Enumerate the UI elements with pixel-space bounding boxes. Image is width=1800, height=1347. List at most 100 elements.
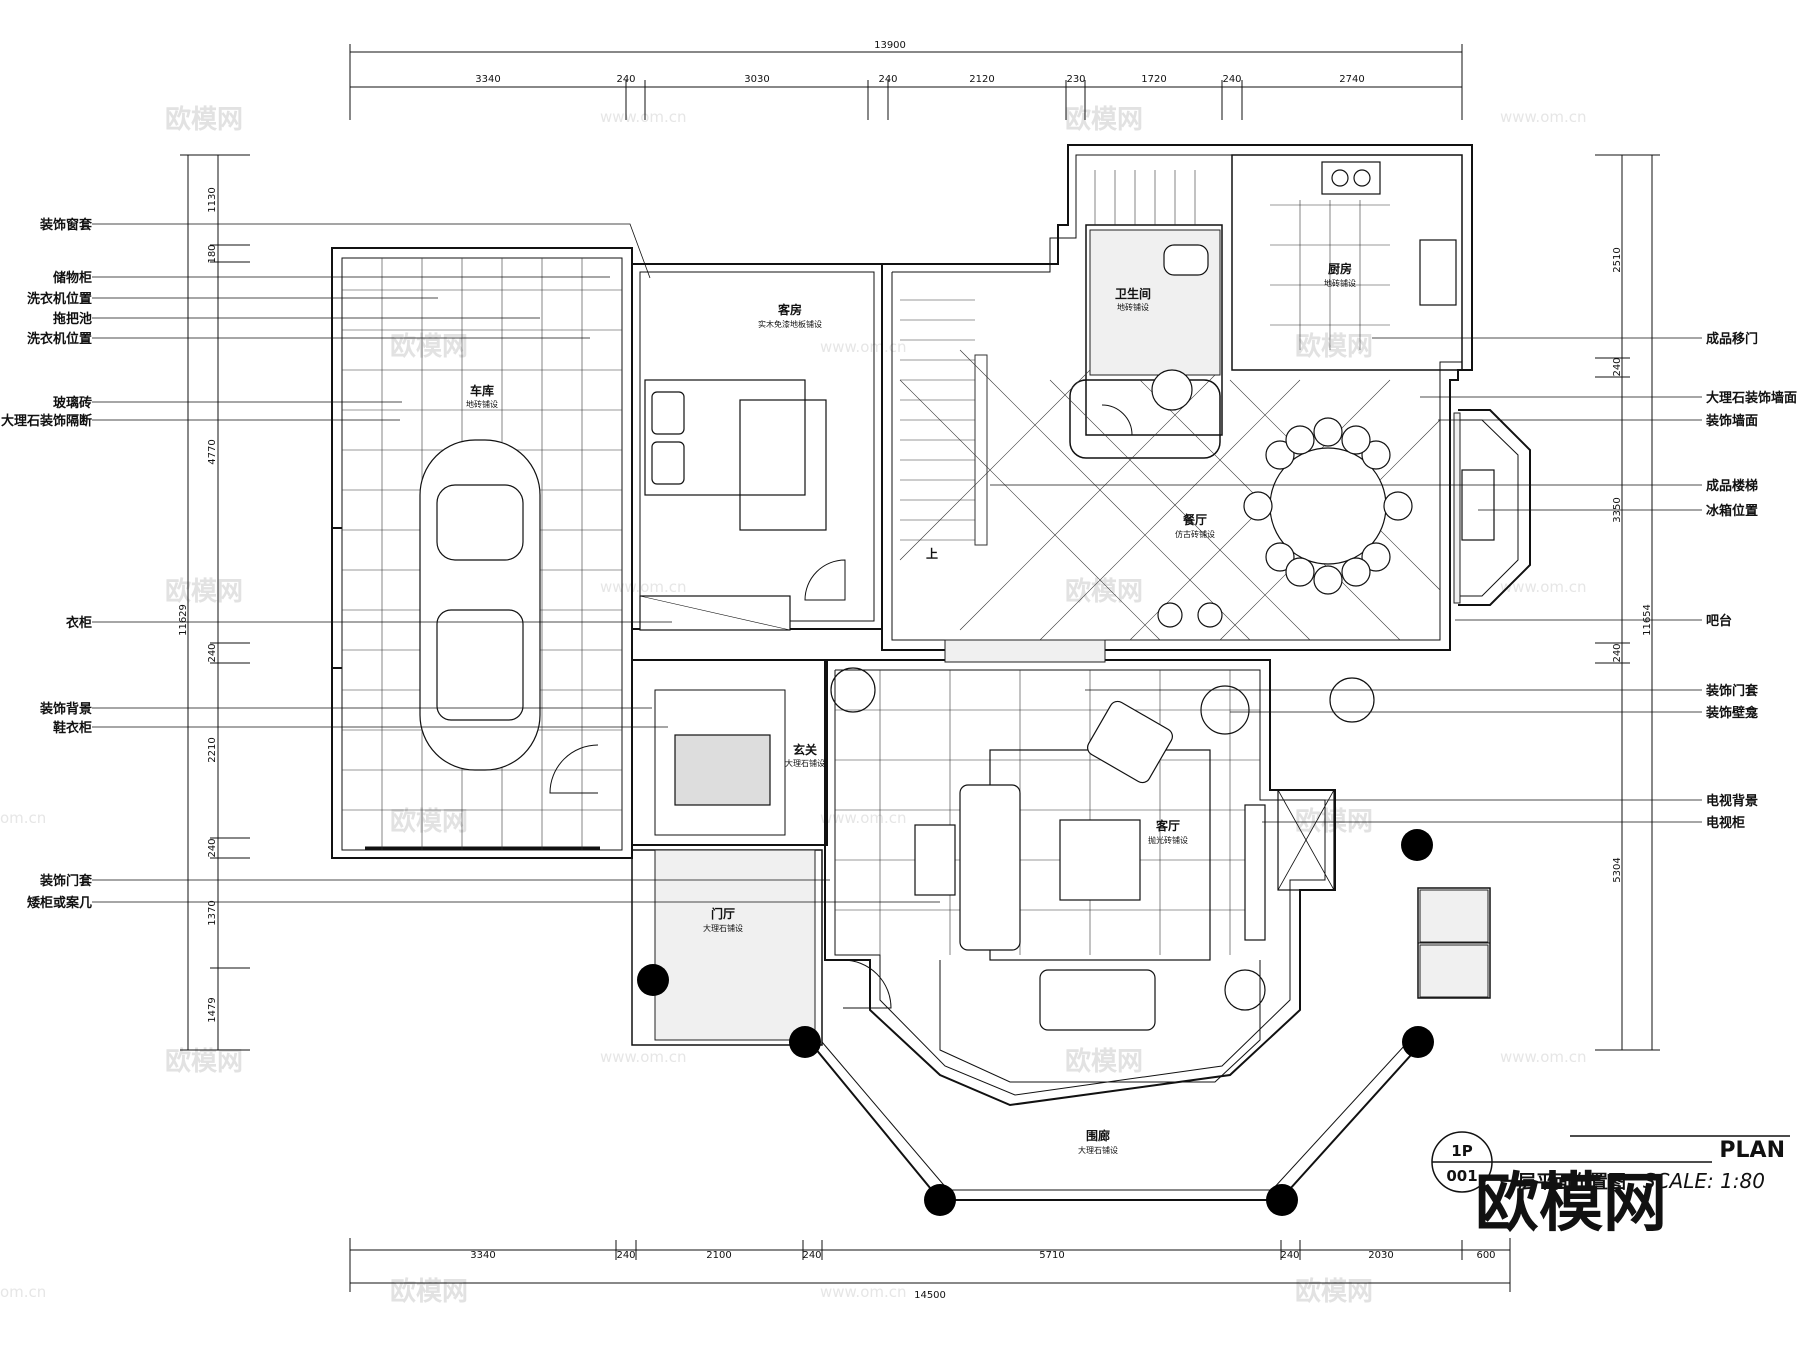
callout-label: 装饰墙面 bbox=[1705, 413, 1758, 429]
right-callout-leaders bbox=[990, 337, 1702, 823]
callout-label: 吧台 bbox=[1706, 613, 1732, 629]
armchair-icon bbox=[1087, 700, 1173, 784]
door-swing bbox=[804, 559, 846, 601]
watermark-url: om.cn bbox=[0, 1283, 46, 1301]
room-note-foyer: 大理石铺设 bbox=[785, 758, 825, 768]
callout-label: 矮柜或案几 bbox=[27, 895, 92, 911]
watermark-url: www.om.cn bbox=[1500, 108, 1587, 126]
watermark-brand: 欧模网 bbox=[1065, 1046, 1143, 1077]
dim-left: 1479 bbox=[207, 997, 218, 1022]
dim-left: 1130 bbox=[207, 187, 218, 212]
dim-overall-top: 13900 bbox=[874, 40, 906, 51]
callout-label: 装饰门套 bbox=[1705, 683, 1759, 699]
watermark-brand: 欧模网 bbox=[165, 1046, 243, 1077]
doors bbox=[549, 404, 1133, 1009]
dimension-labels-top: 13900 3340 240 3030 240 2120 230 1720 24… bbox=[475, 40, 1364, 85]
callout-label: 鞋衣柜 bbox=[53, 720, 92, 736]
sofa-icon bbox=[1039, 969, 1156, 1031]
dim-overall-left: 11629 bbox=[178, 604, 189, 636]
left-callout-labels: 装饰窗套 储物柜 洗衣机位置 拖把池 洗衣机位置 玻璃砖 大理石装饰隔断 衣柜 … bbox=[1, 217, 93, 911]
dimension-labels-right: 2510 240 3350 240 5304 11654 bbox=[1612, 247, 1653, 882]
dim-top: 2740 bbox=[1339, 74, 1364, 85]
room-note-entry: 大理石铺设 bbox=[703, 923, 743, 933]
watermark-url: www.om.cn bbox=[600, 108, 687, 126]
dim-top: 240 bbox=[878, 74, 897, 85]
watermark-brand: 欧模网 bbox=[1065, 576, 1143, 607]
columns bbox=[637, 829, 1434, 1216]
callout-label: 冰箱位置 bbox=[1706, 503, 1758, 519]
stair-up-label: 上 bbox=[926, 546, 938, 561]
dim-right: 2510 bbox=[1612, 247, 1623, 272]
rug-icon bbox=[674, 734, 771, 806]
door-swing bbox=[842, 959, 892, 1009]
callout-label: 大理石装饰隔断 bbox=[1, 413, 92, 429]
watermark-brand-large: 欧模网 bbox=[1475, 1167, 1667, 1241]
column-icon bbox=[1401, 829, 1433, 861]
callout-label: 电视柜 bbox=[1706, 815, 1745, 831]
column-icon bbox=[637, 964, 669, 996]
watermark-brand: 欧模网 bbox=[390, 331, 468, 362]
room-name-entry: 门厅 bbox=[711, 906, 735, 921]
callout-label: 装饰壁龛 bbox=[1705, 705, 1759, 721]
coffee-table-icon bbox=[1059, 819, 1141, 901]
callout-label: 装饰门套 bbox=[39, 873, 93, 889]
title-code-bottom: 001 bbox=[1446, 1167, 1477, 1185]
room-name-kitchen: 厨房 bbox=[1328, 261, 1352, 276]
room-note-guest: 实木免漆地板铺设 bbox=[758, 319, 822, 329]
dim-left: 240 bbox=[207, 838, 218, 857]
dim-bottom: 2030 bbox=[1368, 1250, 1393, 1261]
title-code-top: 1P bbox=[1451, 1142, 1472, 1160]
dim-bottom: 240 bbox=[1280, 1250, 1299, 1261]
callout-label: 洗衣机位置 bbox=[27, 291, 92, 307]
dim-top: 1720 bbox=[1141, 74, 1166, 85]
column-icon bbox=[1402, 1026, 1434, 1058]
watermark-brand: 欧模网 bbox=[1295, 1276, 1373, 1307]
dimension-lines bbox=[180, 44, 1660, 1292]
dim-overall-bottom: 14500 bbox=[914, 1290, 946, 1301]
title-block: 1P 001 一层平面布置图 PLAN SCALE: 1:80 欧模网 bbox=[1431, 1131, 1790, 1241]
marble-areas bbox=[654, 229, 1489, 1041]
dim-left: 2210 bbox=[207, 737, 218, 762]
callout-label: 储物柜 bbox=[52, 270, 92, 286]
watermark-brand: 欧模网 bbox=[165, 104, 243, 135]
room-name-dining: 餐厅 bbox=[1183, 512, 1207, 527]
callout-label: 电视背景 bbox=[1706, 793, 1758, 809]
tv-cabinet-icon bbox=[1244, 804, 1266, 941]
watermark-url: www.om.cn bbox=[820, 809, 907, 827]
fridge-icon bbox=[1461, 469, 1495, 541]
room-name-garage: 车库 bbox=[470, 383, 494, 398]
watermark-url: om.cn bbox=[0, 809, 46, 827]
callout-label: 大理石装饰墙面 bbox=[1706, 390, 1797, 406]
room-note-dining: 仿古砖铺设 bbox=[1175, 529, 1215, 539]
dim-top: 240 bbox=[616, 74, 635, 85]
building-walls bbox=[331, 144, 1531, 1201]
room-name-veranda: 围廊 bbox=[1086, 1128, 1110, 1143]
room-note-bath: 地砖铺设 bbox=[1117, 302, 1149, 312]
dim-left: 240 bbox=[207, 643, 218, 662]
room-name-living: 客厅 bbox=[1155, 818, 1180, 833]
room-note-kitchen: 地砖铺设 bbox=[1324, 278, 1356, 288]
watermark-layer: 欧模网 www.om.cn 欧模网 www.om.cn 欧模网 www.om.c… bbox=[0, 104, 1587, 1307]
dim-top: 240 bbox=[1222, 74, 1241, 85]
dim-bottom: 600 bbox=[1476, 1250, 1495, 1261]
watermark-brand: 欧模网 bbox=[1295, 331, 1373, 362]
dim-bottom: 2100 bbox=[706, 1250, 731, 1261]
dimension-labels-bottom: 3340 240 2100 240 5710 240 2030 600 1450… bbox=[470, 1250, 1495, 1301]
dim-bottom: 240 bbox=[616, 1250, 635, 1261]
watermark-url: www.om.cn bbox=[600, 1048, 687, 1066]
watermark-url: www.om.cn bbox=[1500, 1048, 1587, 1066]
room-name-guest: 客房 bbox=[777, 302, 802, 317]
room-name-bath: 卫生间 bbox=[1115, 286, 1151, 301]
sofa-icon bbox=[959, 784, 1021, 951]
callout-label: 成品移门 bbox=[1706, 331, 1758, 347]
callout-label: 玻璃砖 bbox=[53, 395, 92, 411]
plant-icon bbox=[830, 667, 876, 713]
furniture bbox=[419, 161, 1495, 1031]
dim-top: 3030 bbox=[744, 74, 769, 85]
plant-icon bbox=[1200, 685, 1250, 735]
dim-right: 5304 bbox=[1612, 857, 1623, 882]
plant-icon bbox=[1224, 969, 1266, 1011]
plant-icon bbox=[1329, 677, 1375, 723]
drawing-title: 一层平面布置图 bbox=[1500, 1171, 1626, 1193]
